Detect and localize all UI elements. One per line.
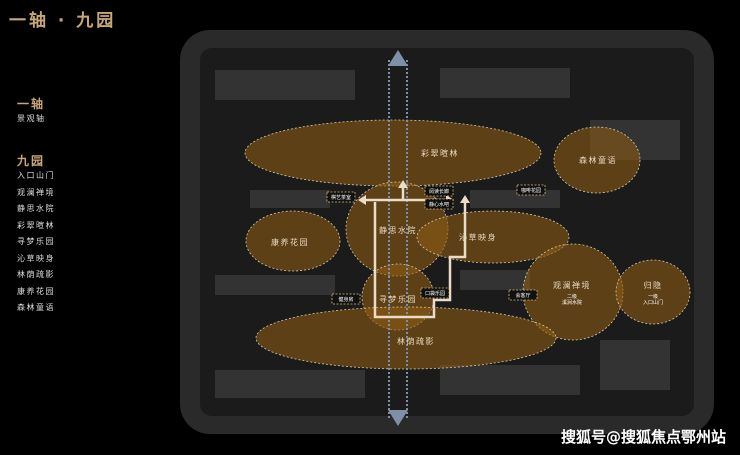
zone-senlin <box>553 126 641 194</box>
zone-label: 静思水院 <box>379 225 417 235</box>
zone-label: 沁草映身 <box>459 232 497 242</box>
buildings <box>215 68 680 398</box>
garden-item: 静思水院 <box>17 204 55 213</box>
zone-caicui <box>244 119 542 187</box>
axis-heading: 一轴 <box>17 97 46 111</box>
facility-box <box>420 287 450 299</box>
zone-label: 归隐 <box>644 280 663 290</box>
facility-label: 静心水吧 <box>429 201 449 208</box>
garden-item: 观澜禅境 <box>17 187 55 197</box>
garden-item: 入口山门 <box>17 171 55 180</box>
zone-label: 林荫疏影 <box>397 336 435 346</box>
facility-label: 阅读长廊 <box>429 188 449 195</box>
garden-item: 森林童语 <box>17 303 55 312</box>
garden-item: 沁草映身 <box>17 253 55 263</box>
watermark: 搜狐号@搜狐焦点鄂州站 <box>560 428 726 446</box>
garden-item: 彩翠暄林 <box>17 220 55 230</box>
zone-label: 森林童语 <box>579 155 617 165</box>
facility-box <box>326 191 356 203</box>
zone-label: 康养花园 <box>271 237 309 247</box>
zone-sublabel: 一级 <box>648 293 658 300</box>
zone-guiyin <box>615 259 691 325</box>
zone-sublabel: 入口山门 <box>643 299 663 306</box>
axis-arrow-bottom-icon <box>388 410 408 426</box>
facility-label: 棋艺茶室 <box>331 194 351 201</box>
zone-kangyang <box>245 210 341 272</box>
page-title: 一轴 · 九园 <box>9 11 117 31</box>
facility-label: 咖啡花园 <box>521 187 541 194</box>
gardens-heading: 九园 <box>17 154 46 168</box>
garden-item: 寻梦乐园 <box>17 237 55 246</box>
zone-label: 观澜禅境 <box>553 280 591 290</box>
facility-label: 健身房 <box>338 296 353 303</box>
axis-item: 景观轴 <box>17 114 46 123</box>
facility-box <box>516 184 546 196</box>
facility-box <box>424 185 454 197</box>
zone-sublabel: 二级 <box>567 293 577 300</box>
facility-box <box>508 289 538 301</box>
garden-item: 康养花园 <box>17 286 55 296</box>
facility-label: 口袋乐园 <box>425 290 445 297</box>
facility-box <box>331 293 361 305</box>
zone-label: 彩翠暄林 <box>421 148 459 158</box>
zone-sublabel: 溪涧水院 <box>562 299 582 306</box>
landscape-axis <box>388 50 408 426</box>
zone-label: 寻梦乐园 <box>379 294 417 304</box>
axis-arrow-top-icon <box>388 50 408 66</box>
facility-label: 会客厅 <box>515 292 530 299</box>
garden-item: 林荫疏影 <box>17 270 55 279</box>
facility-box <box>424 198 454 210</box>
zone-qincao <box>416 210 570 264</box>
